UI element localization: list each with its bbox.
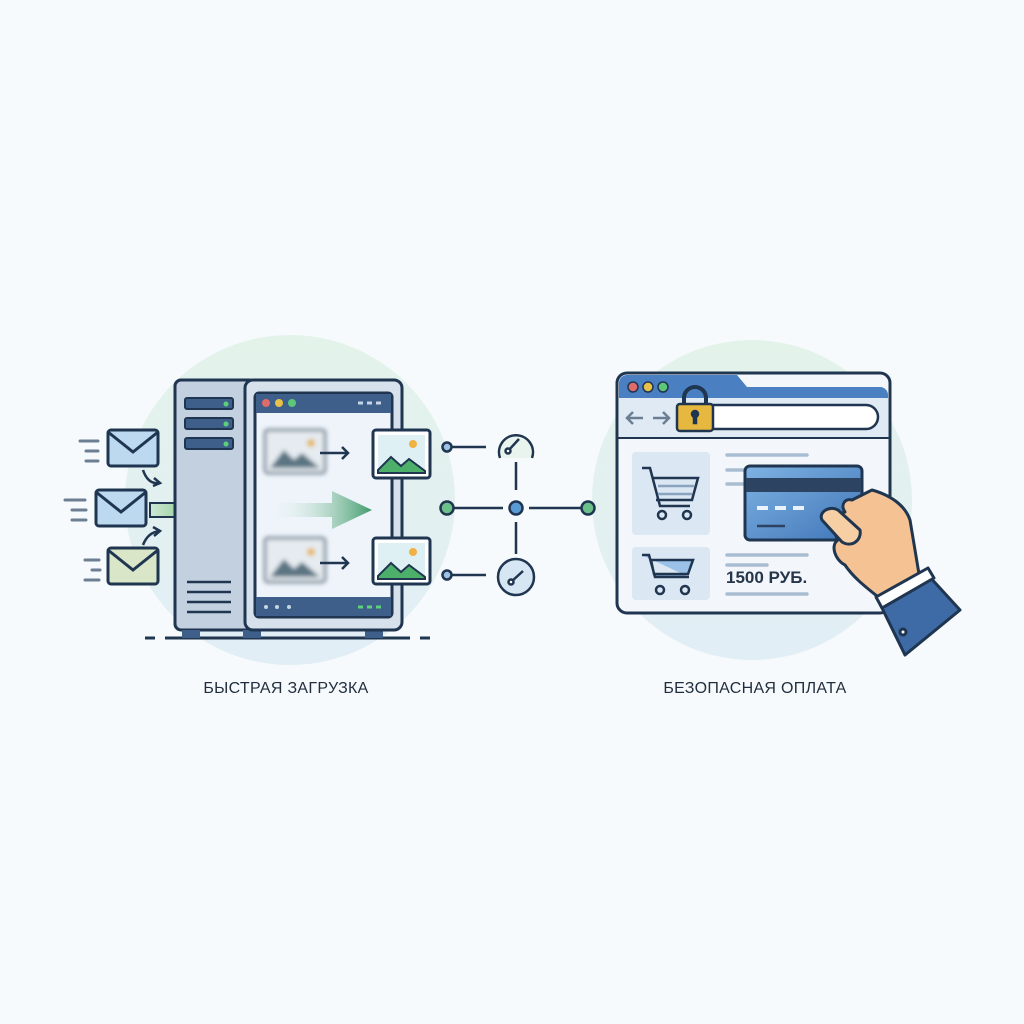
transfer-arrow	[272, 491, 372, 529]
network-diagram	[452, 445, 581, 577]
image-icon	[371, 428, 432, 586]
arrow-icon	[320, 446, 350, 570]
nav-arrows-icon	[625, 411, 671, 425]
secure-payment-caption: БЕЗОПАСНАЯ ОПЛАТА	[663, 680, 847, 697]
cart-icon	[642, 466, 700, 596]
fast-loading-caption: БЫСТРАЯ ЗАГРУЗКА	[203, 680, 369, 697]
price-label: 1500 РУБ.	[726, 568, 808, 587]
network-node-icon	[439, 441, 596, 581]
hand-icon	[819, 488, 962, 657]
image-icon-blurred	[263, 428, 327, 584]
address-bar	[698, 403, 880, 431]
text-lines	[725, 453, 809, 596]
lock-icon	[675, 385, 715, 433]
gauge-icon	[496, 434, 536, 597]
curved-arrow-icon	[141, 469, 163, 546]
motion-lines-icon	[63, 439, 102, 582]
envelope-icon	[94, 428, 160, 586]
